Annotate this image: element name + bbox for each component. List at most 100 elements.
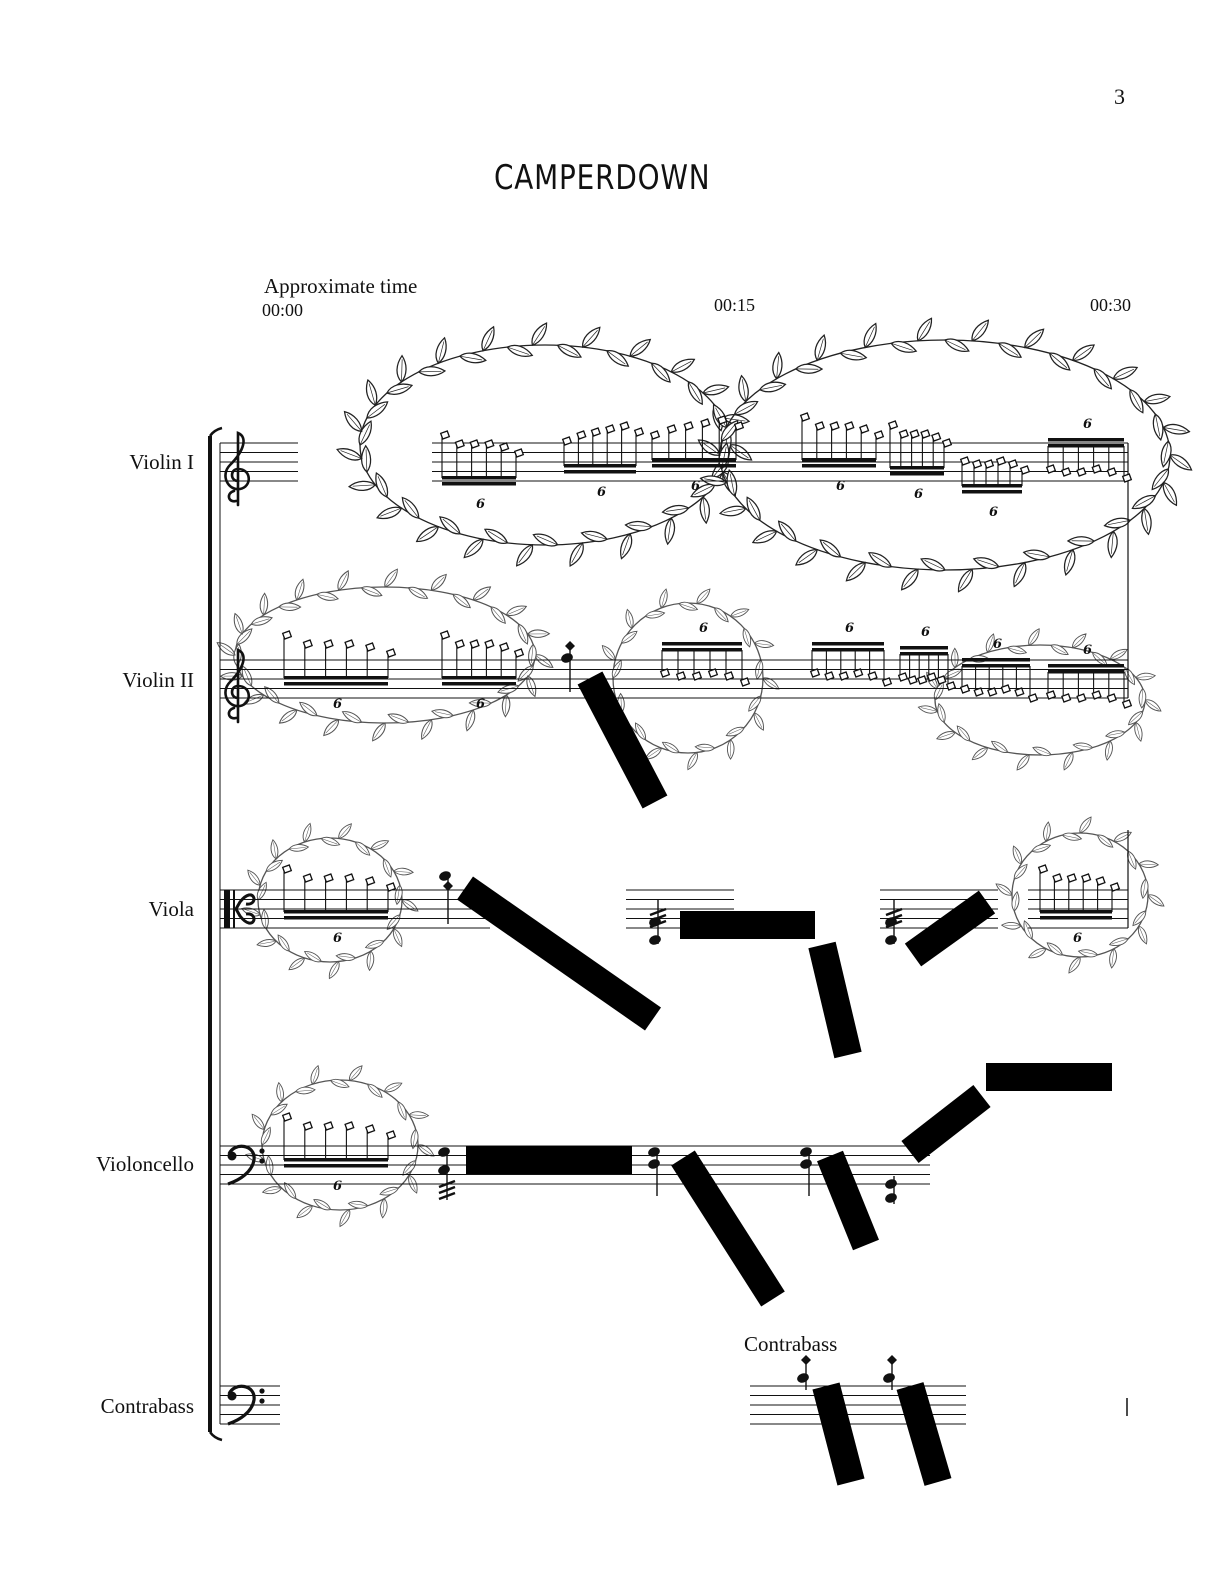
wreath-leaf: [1113, 831, 1132, 843]
wreath-leaf: [1162, 423, 1191, 435]
harmonic-notehead: [281, 1112, 293, 1122]
chord-notehead: [439, 871, 451, 881]
harmonic-notehead: [344, 1121, 355, 1131]
wreath-leaf: [278, 602, 302, 612]
harmonic-notehead: [1066, 873, 1077, 883]
beam-secondary: [284, 682, 388, 686]
wreath-leaf: [950, 647, 959, 669]
wreath-leaf: [483, 528, 509, 544]
wreath-leaf: [366, 950, 375, 972]
wreath-leaf: [259, 592, 269, 616]
tuplet-number: 6: [845, 621, 854, 636]
wreath-leaf: [339, 1208, 351, 1228]
harmonic-notehead: [675, 671, 687, 681]
wreath-leaf: [694, 743, 716, 752]
wreath-leaf: [1137, 925, 1148, 945]
clef-violoncello: [227, 1144, 265, 1186]
wreath-leaf: [329, 1078, 350, 1088]
wreath-leaf: [313, 1199, 332, 1211]
tuplet-number: 6: [836, 479, 845, 494]
chord-notehead-harmonic: [565, 641, 575, 651]
beam-primary: [900, 652, 948, 656]
clef-contrabass: [227, 1384, 265, 1426]
wreath-leaf: [1031, 843, 1052, 853]
wreath-leaf: [401, 496, 420, 519]
wreath-leaf: [366, 401, 389, 419]
wreath-violin1-right: [697, 317, 1193, 593]
harmonic-notehead: [484, 439, 495, 449]
wreath-leaf: [360, 586, 383, 597]
wreath-leaf: [1109, 648, 1128, 660]
wreath-leaf: [468, 698, 492, 708]
wreath-leaf: [1028, 628, 1040, 646]
beam-secondary: [962, 490, 1022, 494]
violin-2-sextuplet-3: 6: [659, 621, 751, 687]
harmonic-notehead: [931, 432, 942, 442]
wreath-leaf: [1061, 832, 1083, 841]
beam-primary: [442, 676, 516, 680]
harmonic-notehead: [1045, 464, 1057, 474]
harmonic-notehead: [666, 424, 677, 434]
beam-secondary: [284, 1164, 388, 1168]
harmonic-notehead: [1052, 873, 1063, 883]
wreath-leaf: [845, 561, 866, 582]
bass-clef-dot-lower: [259, 1158, 265, 1164]
beam-primary: [802, 458, 876, 462]
wreath-leaf: [386, 383, 414, 395]
beam-secondary: [652, 464, 736, 468]
wreath-leaf: [383, 1082, 403, 1093]
graphic-bar-contrabass-1: [812, 1382, 865, 1486]
wreath-leaf: [1072, 742, 1094, 751]
wreath-leaf: [762, 677, 780, 690]
wreath-leaf: [985, 633, 995, 654]
harmonic-notehead: [909, 429, 920, 439]
beam-secondary: [662, 642, 742, 646]
violin-1-sextuplet-1: 6: [439, 430, 525, 512]
graphic-bar-violoncello-3: [817, 1150, 879, 1251]
harmonic-notehead: [717, 415, 728, 425]
harmonic-notehead: [844, 421, 855, 431]
wreath-leaf: [718, 505, 747, 517]
instrument-label-violin-1: Violin I: [129, 450, 194, 474]
harmonic-notehead: [941, 438, 953, 448]
wreath-leaf: [481, 325, 495, 352]
time-label: Approximate time: [264, 274, 418, 298]
wreath-leaf: [601, 644, 616, 661]
violin-2-sextuplet-7: 6: [1045, 643, 1133, 709]
wreath-leaf: [1169, 454, 1193, 471]
chord-notehead: [800, 1147, 812, 1157]
beam-secondary: [962, 658, 1030, 662]
wreath-leaf: [1143, 393, 1172, 405]
wreath-leaf: [256, 939, 277, 947]
clefs: [224, 431, 265, 1426]
wreath-leaf: [1112, 366, 1139, 380]
wreath-violin2-left: [216, 568, 554, 742]
wreath-leaf: [354, 841, 371, 856]
wreath-leaf: [396, 354, 407, 383]
harmonic-notehead: [1019, 465, 1031, 475]
wreath-leaf: [294, 578, 305, 601]
harmonic-notehead: [323, 873, 334, 883]
wreath-leaf: [863, 322, 877, 349]
wreath-leaf: [407, 586, 429, 599]
violin-1-sextuplet-5: 6: [887, 420, 953, 502]
tuplet-number: 6: [989, 505, 998, 520]
wreath-leaf: [370, 840, 390, 850]
wreath-leaf: [337, 570, 349, 592]
tremolo-stroke: [438, 1191, 456, 1201]
treble-clef-glyph: [224, 431, 251, 507]
harmonic-notehead: [907, 675, 918, 685]
wreath-leaf: [310, 1064, 320, 1085]
harmonic-notehead: [454, 439, 465, 449]
beam-primary: [442, 476, 516, 480]
wreath-leaf: [338, 823, 352, 840]
violin-1-sextuplet-4: 6: [799, 412, 885, 494]
wreath-leaf: [900, 568, 919, 591]
violin-1-sextuplet-7: 6: [1045, 417, 1133, 483]
wreath-leaf: [777, 520, 797, 542]
chord-notehead: [883, 1373, 895, 1383]
harmonic-notehead: [1109, 882, 1121, 892]
harmonic-notehead: [1091, 464, 1102, 474]
beam-primary: [812, 648, 884, 652]
beam-primary: [1040, 910, 1112, 914]
